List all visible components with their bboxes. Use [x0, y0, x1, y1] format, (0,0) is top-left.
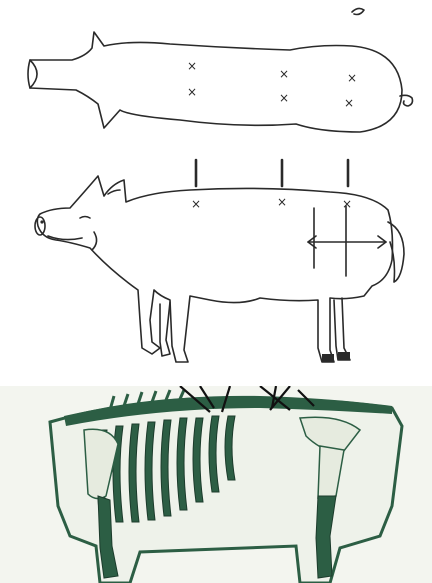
mark-8: × [277, 195, 287, 209]
mark-5: × [347, 71, 357, 85]
pig-dorsal-drawing: × × × × × × [0, 0, 432, 148]
lateral-marks: × × × [191, 195, 352, 211]
mark-7: × [191, 197, 201, 211]
snout-outline [30, 60, 37, 88]
dorsal-view-panel: × × × × × × [0, 0, 432, 148]
mark-1: × [187, 59, 197, 73]
lateral-view-panel: × × × [0, 150, 432, 386]
skeletal-view-panel [0, 386, 432, 583]
dorsal-body-outline [28, 32, 402, 132]
far-hind-leg [334, 298, 350, 360]
mark-9: × [342, 197, 352, 211]
mark-2: × [187, 85, 197, 99]
dorsal-marks: × × × × × × [187, 59, 357, 110]
jowl [92, 232, 97, 250]
tail [388, 222, 404, 282]
far-front-leg [160, 302, 170, 356]
mark-3: × [279, 67, 289, 81]
lateral-body-outline [37, 176, 392, 362]
mark-6: × [344, 96, 354, 110]
ear-inner [108, 190, 120, 194]
mark-4: × [279, 91, 289, 105]
hoof-2 [338, 352, 350, 360]
pig-skeleton-drawing [0, 386, 432, 583]
nostril [40, 220, 43, 223]
squiggle-mark [352, 8, 364, 14]
pig-lateral-drawing: × × × [0, 150, 432, 386]
eye [80, 217, 90, 219]
hoof-1 [322, 354, 334, 362]
snout [35, 217, 45, 235]
